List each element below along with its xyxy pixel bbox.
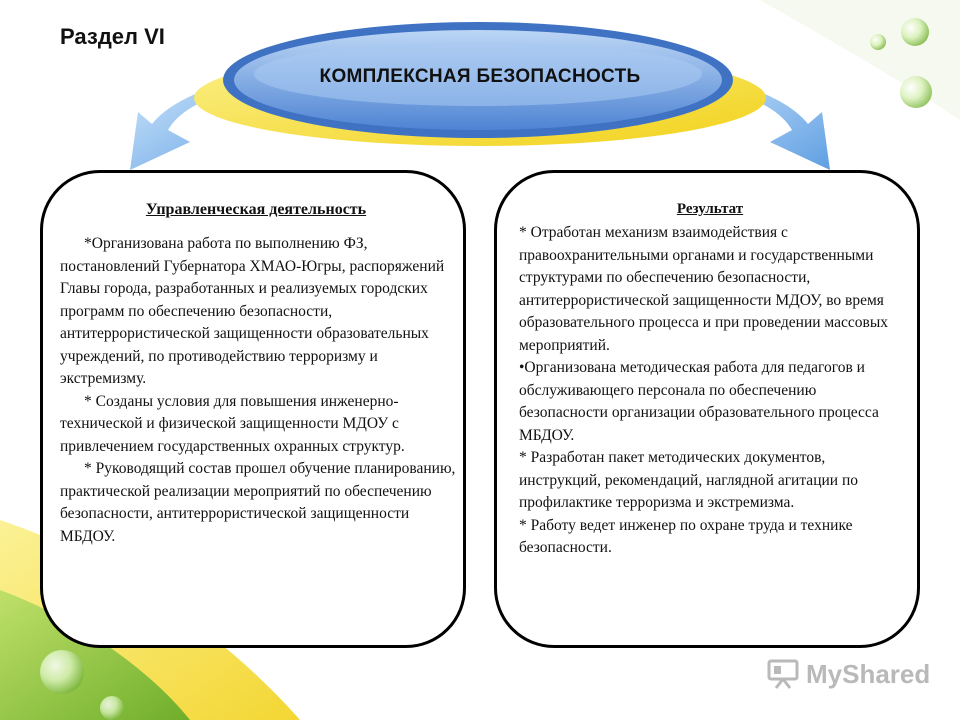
arrow-right-icon bbox=[670, 72, 830, 170]
result-panel-body: * Отработан механизм взаимодействия с пр… bbox=[519, 222, 909, 560]
management-panel-title: Управленческая деятельность bbox=[145, 201, 367, 218]
result-paragraph: •Организована методическая работа для пе… bbox=[519, 359, 879, 444]
result-paragraph: * Разработан пакет методических документ… bbox=[519, 449, 858, 511]
result-panel: Результат * Отработан механизм взаимодей… bbox=[494, 170, 920, 648]
watermark: MyShared bbox=[766, 654, 930, 694]
result-panel-title: Результат bbox=[676, 201, 744, 217]
management-paragraph: * Руководящий состав прошел обучение пла… bbox=[60, 460, 456, 545]
management-paragraph: * Созданы условия для повышения инженерн… bbox=[60, 392, 405, 455]
arrow-left-icon bbox=[130, 72, 290, 170]
watermark-text: MyShared bbox=[806, 658, 931, 689]
section-label: Раздел VI bbox=[60, 24, 165, 49]
result-paragraph: * Отработан механизм взаимодействия с пр… bbox=[519, 224, 888, 354]
result-paragraph: * Работу ведет инженер по охране труда и… bbox=[519, 516, 853, 557]
management-panel-body: *Организована работа по выполнению ФЗ, п… bbox=[60, 233, 460, 548]
water-drop-icon bbox=[40, 18, 932, 720]
banner-title: КОМПЛЕКСНАЯ БЕЗОПАСНОСТЬ bbox=[319, 66, 641, 87]
management-paragraph: *Организована работа по выполнению ФЗ, п… bbox=[60, 235, 445, 387]
presentation-board-icon bbox=[767, 659, 799, 689]
management-panel: Управленческая деятельность *Организован… bbox=[40, 170, 466, 648]
